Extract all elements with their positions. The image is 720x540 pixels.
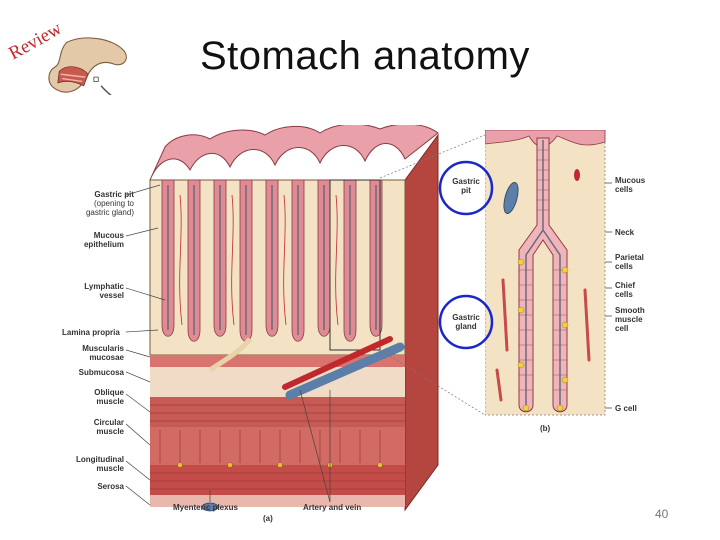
review-stomach-thumbnail: Review: [5, 18, 127, 95]
slide-title: Stomach anatomy: [200, 34, 530, 78]
pointer-arrow: [100, 85, 112, 95]
page-number: 40: [655, 507, 669, 521]
label-submucosa: Submucosa: [78, 368, 124, 377]
review-word-text: Review: [5, 18, 65, 65]
label-g-cell: G cell: [615, 404, 637, 413]
label-parietal-cells: Parietal cells: [615, 253, 644, 271]
lymphatic-vessel-shape: [208, 337, 252, 373]
highlight-circle-gastric-pit: [438, 160, 494, 216]
label-b-gastric-gland: Gastric gland: [452, 313, 480, 331]
label-chief-cells: Chief cells: [615, 281, 635, 299]
label-mucous-epithelium: Mucous epithelium: [83, 231, 124, 249]
label-b-gastric-pit: Gastric pit: [452, 177, 480, 195]
label-oblique-muscle: Oblique muscle: [94, 388, 124, 406]
label-serosa: Serosa: [97, 482, 124, 491]
label-muscularis-mucosae: Muscularis mucosae: [82, 344, 124, 362]
longitudinal-muscle-layer: [150, 465, 405, 495]
label-smooth-muscle-cell: Smooth muscle cell: [615, 306, 645, 333]
highlight-circle-gastric-gland: [438, 294, 494, 350]
caption-a: (a): [263, 514, 273, 523]
submucosa-layer: [150, 367, 405, 397]
stomach-wall-block-diagram: [149, 125, 439, 512]
label-myenteric-plexus: Myenteric plexus: [173, 503, 238, 512]
oblique-muscle-layer: [150, 397, 405, 427]
label-lamina-propria: Lamina propria: [62, 328, 120, 337]
stomach-icon: [48, 37, 127, 93]
label-gastric-pit-sub: (opening to gastric gland): [85, 199, 134, 217]
label-circular-muscle: Circular muscle: [93, 418, 124, 436]
artery: [282, 336, 393, 390]
label-gastric-pit: Gastric pit: [94, 190, 134, 199]
label-longitudinal-muscle: Longitudinal muscle: [76, 455, 124, 473]
label-artery-and-vein: Artery and vein: [303, 503, 362, 512]
caption-b: (b): [540, 424, 551, 433]
detail-box: [329, 179, 381, 351]
gastric-gland-detail-diagram: [485, 130, 606, 416]
label-mucous-cells: Mucous cells: [615, 176, 646, 194]
circular-muscle-layer: [150, 427, 405, 465]
label-lymphatic-vessel: Lymphatic vessel: [84, 282, 124, 300]
label-neck: Neck: [615, 228, 635, 237]
